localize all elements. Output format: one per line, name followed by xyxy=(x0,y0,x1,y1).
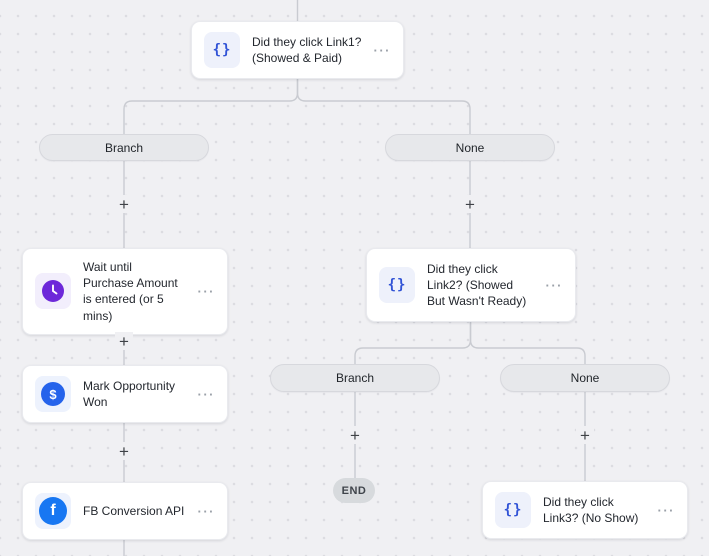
node-menu-icon[interactable]: ··· xyxy=(197,283,215,299)
branch-pill-mid[interactable]: Branch xyxy=(270,364,440,392)
braces-glyph: {} xyxy=(212,42,232,58)
plus-icon: + xyxy=(119,331,129,351)
node-did-they-click-link3[interactable]: {} Did they click Link3? (No Show) ··· xyxy=(482,481,688,539)
plus-icon: + xyxy=(119,194,129,214)
node-wait-until-purchase[interactable]: Wait until Purchase Amount is entered (o… xyxy=(22,248,228,335)
add-step-button[interactable]: + xyxy=(461,195,479,213)
braces-icon: {} xyxy=(495,492,531,528)
node-label: Did they click Link2? (Showed But Wasn't… xyxy=(427,261,527,309)
plus-icon: + xyxy=(119,441,129,461)
dollar-glyph: $ xyxy=(41,382,65,406)
none-pill-label: None xyxy=(455,140,485,155)
add-step-button[interactable]: + xyxy=(115,332,133,350)
none-pill-label: None xyxy=(570,371,600,385)
node-menu-icon[interactable]: ··· xyxy=(545,277,563,293)
branch-pill-label: Branch xyxy=(335,371,375,385)
braces-icon: {} xyxy=(379,267,415,303)
node-menu-icon[interactable]: ··· xyxy=(197,386,215,402)
node-mark-opportunity-won[interactable]: $ Mark Opportunity Won ··· xyxy=(22,365,228,423)
node-label: Did they click Link1? (Showed & Paid) xyxy=(252,34,362,65)
braces-icon: {} xyxy=(204,32,240,68)
plus-icon: + xyxy=(350,425,360,445)
node-label: Mark Opportunity Won xyxy=(83,378,176,409)
node-label: Did they click Link3? (No Show) xyxy=(543,494,639,525)
node-menu-icon[interactable]: ··· xyxy=(197,503,215,519)
facebook-icon: f xyxy=(35,493,71,529)
plus-icon: + xyxy=(465,194,475,214)
end-label: END xyxy=(341,484,367,497)
node-menu-icon[interactable]: ··· xyxy=(373,42,391,58)
end-pill: END xyxy=(333,478,375,503)
none-pill-mid[interactable]: None xyxy=(500,364,670,392)
braces-glyph: {} xyxy=(503,502,523,518)
add-step-button[interactable]: + xyxy=(115,442,133,460)
node-menu-icon[interactable]: ··· xyxy=(657,502,675,518)
node-did-they-click-link2[interactable]: {} Did they click Link2? (Showed But Was… xyxy=(366,248,576,322)
node-label: Wait until Purchase Amount is entered (o… xyxy=(83,260,178,323)
add-step-button[interactable]: + xyxy=(346,426,364,444)
node-did-they-click-link1[interactable]: {} Did they click Link1? (Showed & Paid)… xyxy=(191,21,404,79)
none-pill-right[interactable]: None xyxy=(385,134,555,161)
plus-icon: + xyxy=(580,425,590,445)
clock-icon xyxy=(35,273,71,310)
dollar-icon: $ xyxy=(35,376,71,412)
add-step-button[interactable]: + xyxy=(576,426,594,444)
add-step-button[interactable]: + xyxy=(115,195,133,213)
node-fb-conversion-api[interactable]: f FB Conversion API ··· xyxy=(22,482,228,540)
facebook-glyph: f xyxy=(39,497,67,525)
node-label: FB Conversion API xyxy=(83,503,185,518)
branch-pill-label: Branch xyxy=(104,140,144,155)
braces-glyph: {} xyxy=(387,277,407,293)
branch-pill-left[interactable]: Branch xyxy=(39,134,209,161)
